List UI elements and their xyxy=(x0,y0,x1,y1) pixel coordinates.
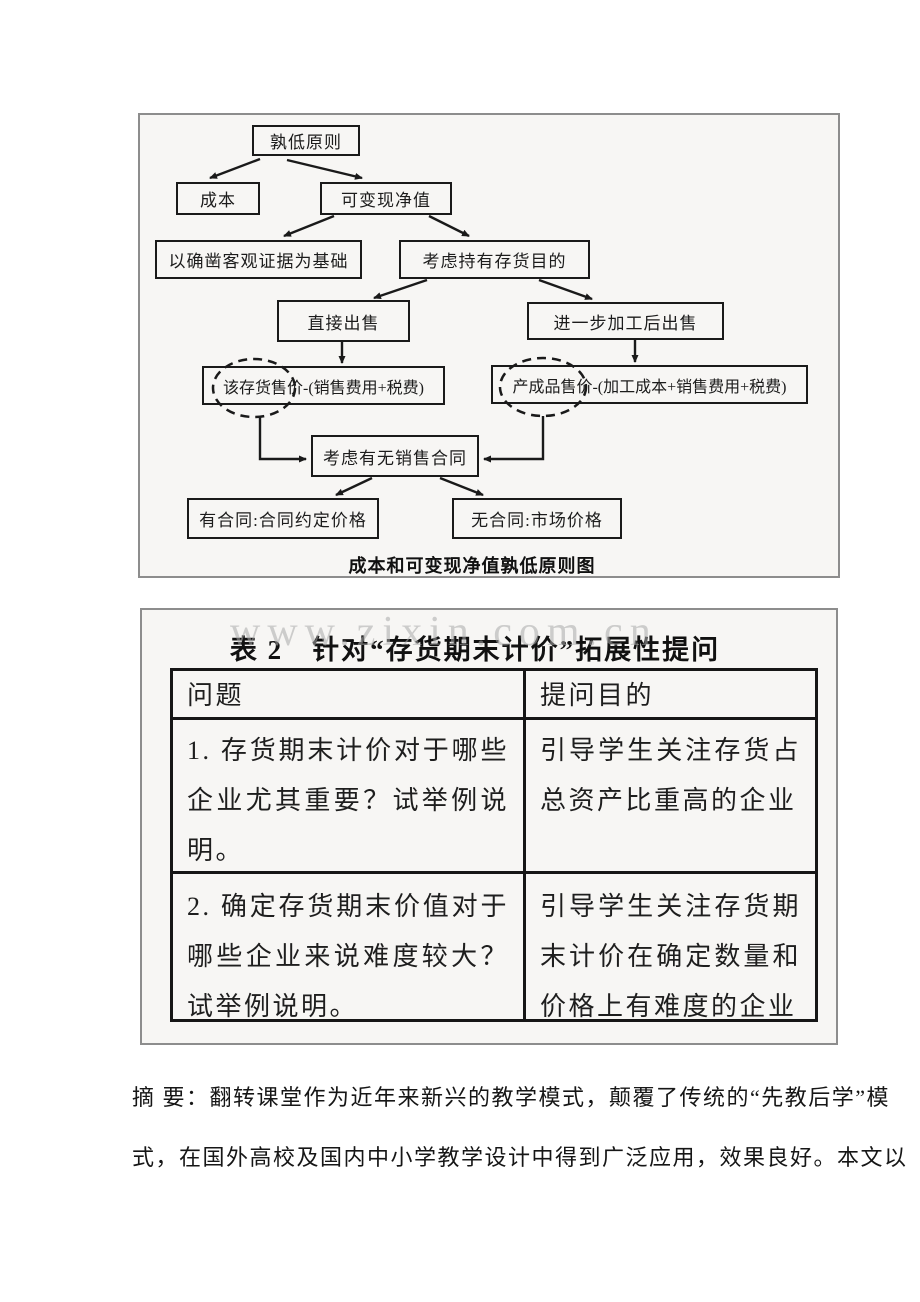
flowchart-node-net-realizable-value: 可变现净值 xyxy=(320,182,452,215)
flowchart-node-with-contract: 有合同:合同约定价格 xyxy=(187,498,379,539)
abstract-line-2: 式，在国外高校及国内中小学教学设计中得到广泛应用，效果良好。本文以 xyxy=(132,1145,908,1170)
table-header-purpose: 提问目的 xyxy=(526,671,815,720)
flowchart-node-contract-check: 考虑有无销售合同 xyxy=(311,435,479,477)
flowchart-connectors xyxy=(209,157,639,497)
table-title: 表 2 针对“存货期末计价”拓展性提问 xyxy=(229,635,721,665)
table-row1-question: 1. 存货期末计价对于哪些企业尤其重要？试举例说明。 xyxy=(173,720,526,874)
table-row2-question: 2. 确定存货期末价值对于哪些企业来说难度较大？试举例说明。 xyxy=(173,874,526,1022)
flowchart-node-direct-sale: 直接出售 xyxy=(277,300,410,342)
flowchart-caption: 成本和可变现净值孰低原则图 xyxy=(348,556,596,576)
questions-table: 问题 提问目的 1. 存货期末计价对于哪些企业尤其重要？试举例说明。 引导学生关… xyxy=(170,668,818,1022)
flowchart-node-cost: 成本 xyxy=(176,182,260,215)
watermark-text: www.zixin.com.cn xyxy=(230,609,658,655)
emphasis-ellipse-left xyxy=(211,357,297,419)
table-row2-purpose: 引导学生关注存货期末计价在确定数量和价格上有难度的企业 xyxy=(540,892,801,1021)
emphasis-ellipse-right xyxy=(498,356,588,418)
flowchart-node-objective-evidence: 以确凿客观证据为基础 xyxy=(155,240,362,279)
table-header-question: 问题 xyxy=(173,671,526,720)
flowchart-node-lower-principle: 孰低原则 xyxy=(252,125,360,156)
flowchart-node-further-processing: 进一步加工后出售 xyxy=(527,302,724,340)
flowchart-node-finished-goods-formula: 产成品售价-(加工成本+销售费用+税费) xyxy=(491,365,808,404)
table-figure: www.zixin.com.cn 表 2 针对“存货期末计价”拓展性提问 问题 … xyxy=(140,608,838,1045)
flowchart-node-without-contract: 无合同:市场价格 xyxy=(452,498,622,539)
flowchart-node-inventory-price-formula: 该存货售价-(销售费用+税费) xyxy=(202,366,445,405)
abstract-line-1: 摘 要：翻转课堂作为近年来新兴的教学模式，颠覆了传统的“先教后学”模 xyxy=(132,1085,891,1110)
flowchart-figure: 孰低原则 成本 可变现净值 以确凿客观证据为基础 考虑持有存货目的 直接出售 进… xyxy=(138,113,840,578)
flowchart-node-holding-purpose: 考虑持有存货目的 xyxy=(399,240,590,279)
table-row1-purpose: 引导学生关注存货占总资产比重高的企业 xyxy=(526,720,815,874)
